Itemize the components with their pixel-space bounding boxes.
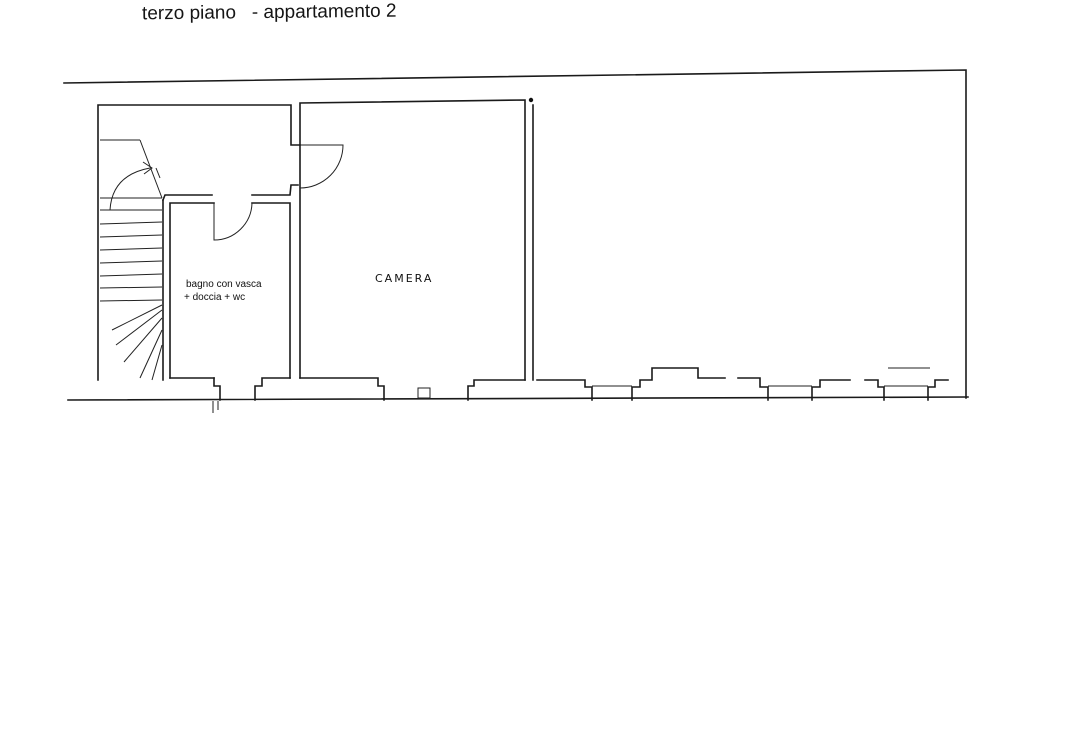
- bathroom-label-line2: + doccia + wc: [184, 292, 245, 303]
- bathroom: [161, 184, 299, 401]
- bathroom-label-line1: bagno con vasca: [186, 279, 262, 290]
- outer-wall: [63, 69, 969, 401]
- facade-ticks: [212, 401, 219, 413]
- column-marker: [528, 97, 534, 103]
- bedroom-label: CAMERA: [375, 272, 433, 285]
- right-room: [536, 367, 949, 401]
- bedroom: [299, 97, 534, 401]
- stairwell: [97, 104, 301, 381]
